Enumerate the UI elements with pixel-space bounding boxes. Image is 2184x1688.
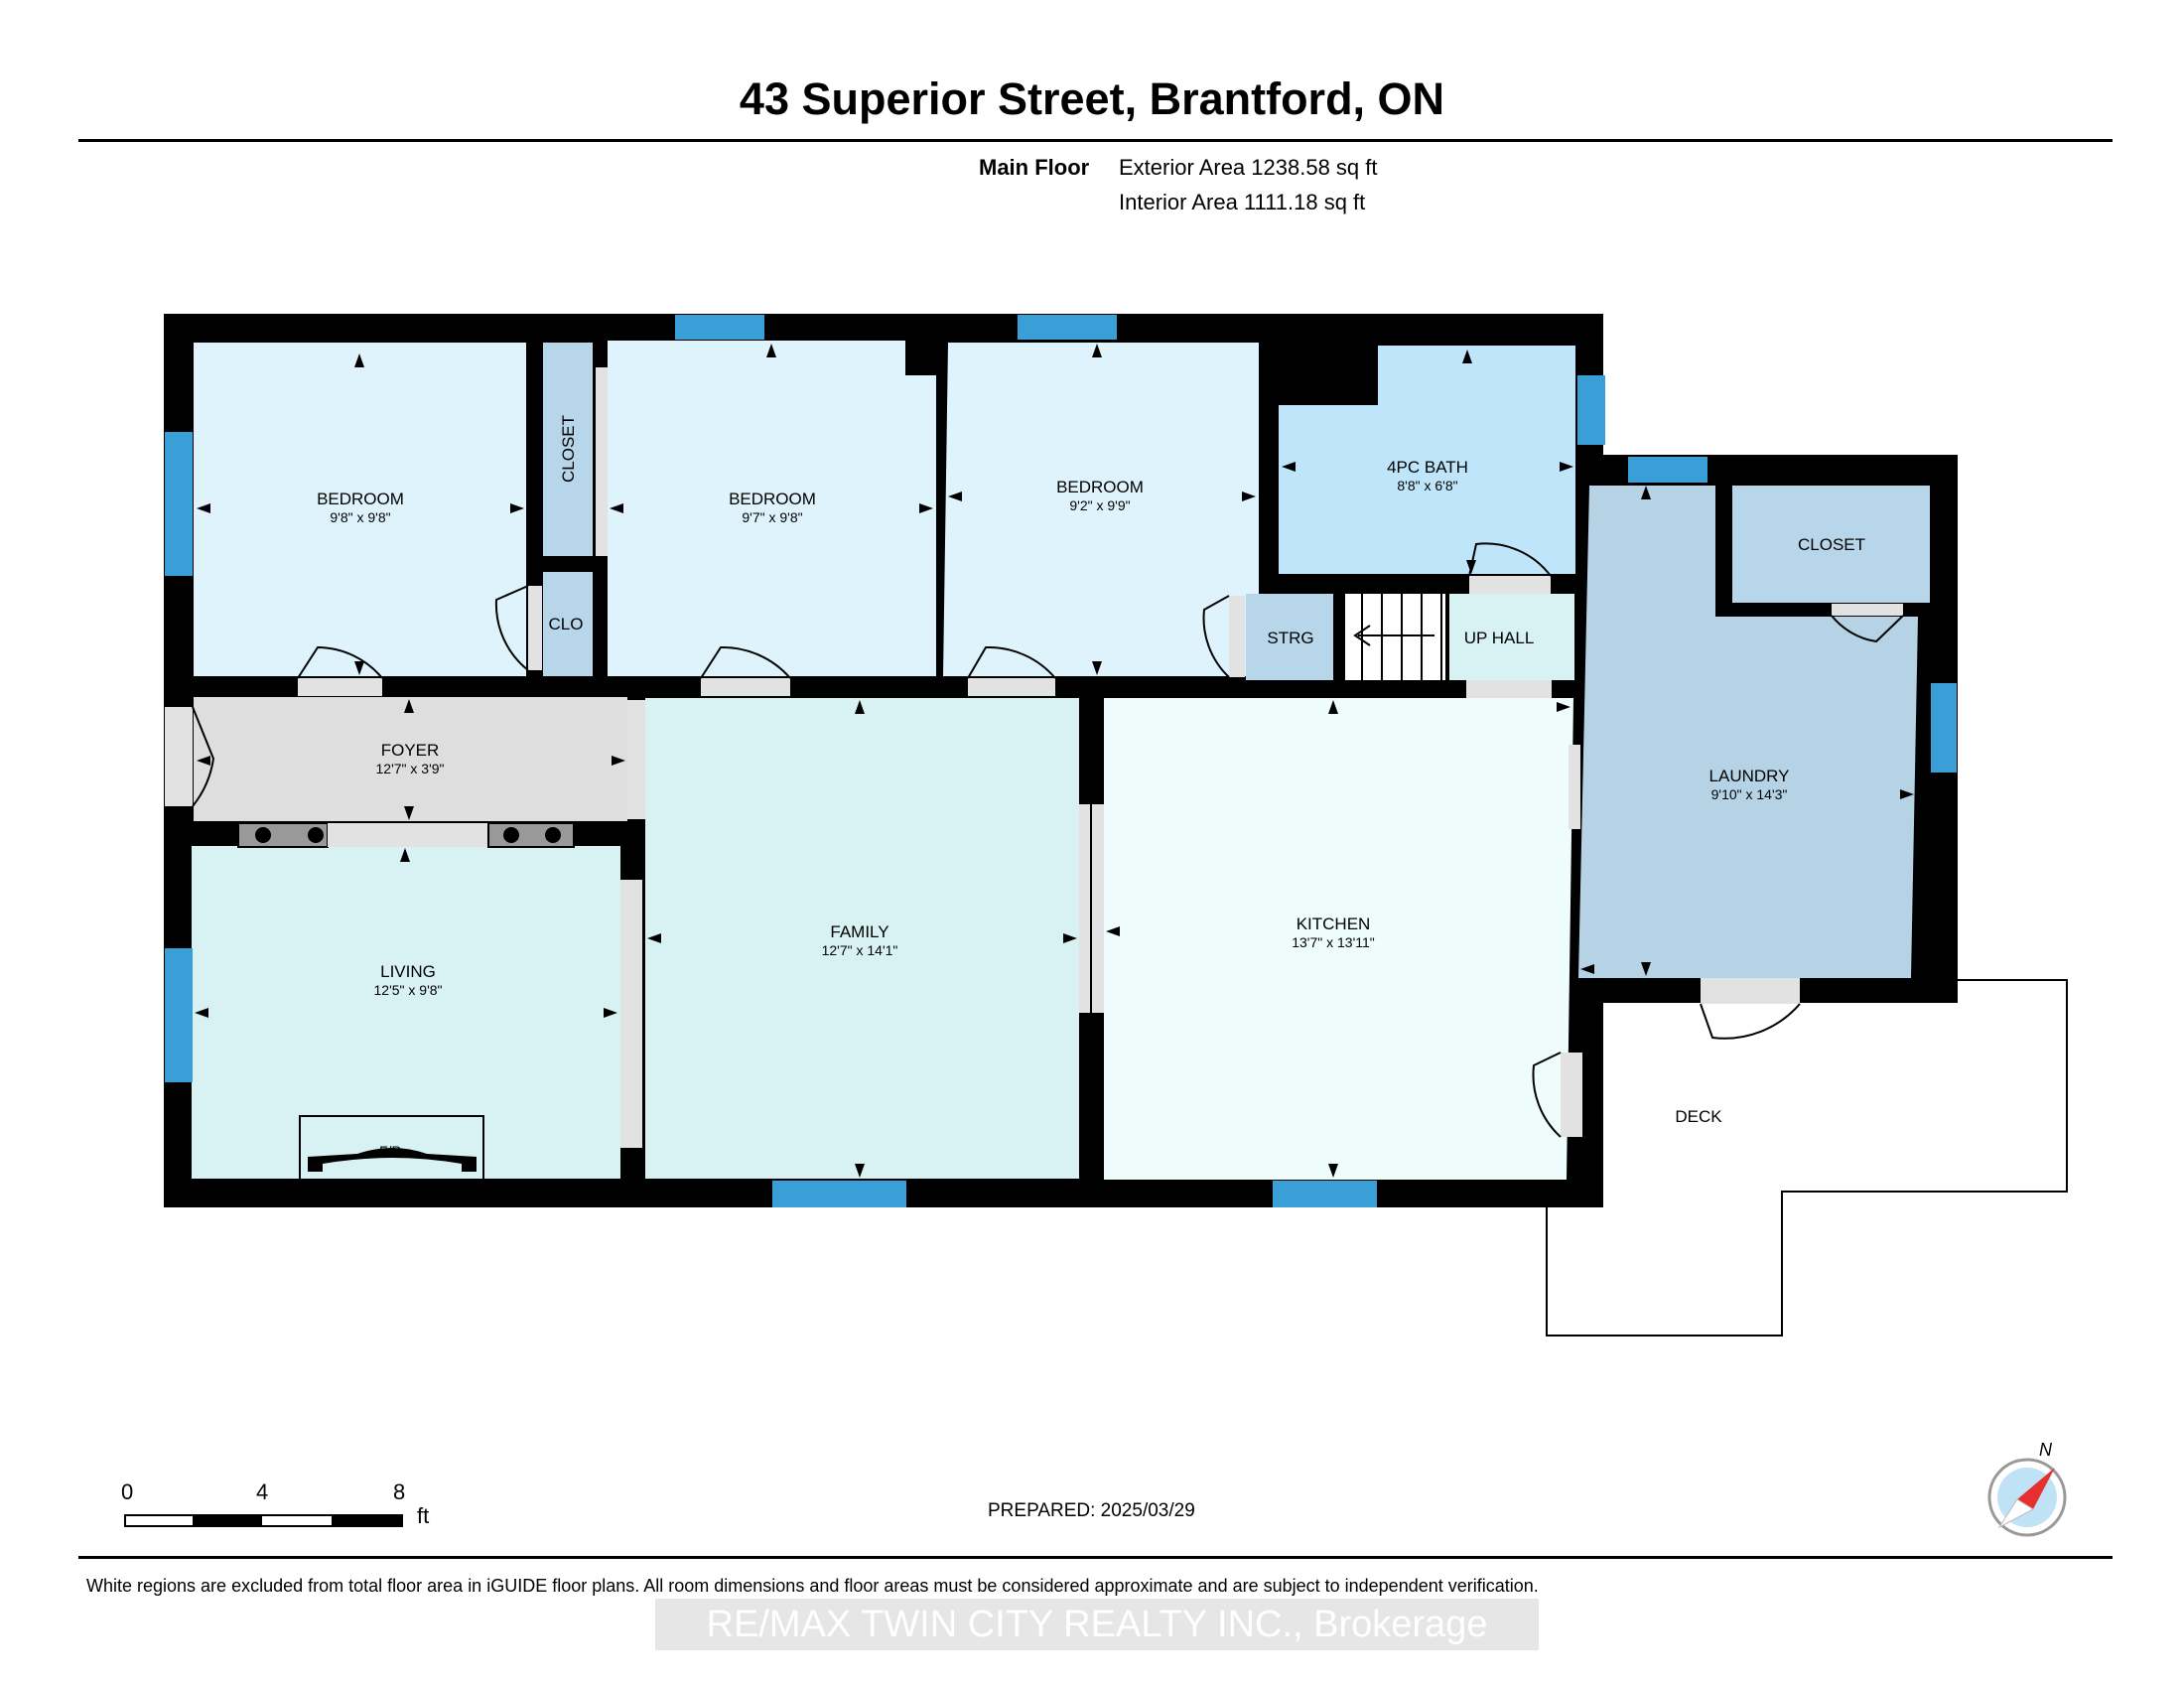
scale-bar bbox=[124, 1514, 403, 1527]
laundry-name: LAUNDRY bbox=[1709, 767, 1790, 785]
family-name: FAMILY bbox=[830, 922, 888, 941]
front-door-gap bbox=[165, 707, 193, 806]
bench-knob bbox=[255, 827, 271, 843]
bedroom-2-dims: 9'7" x 9'8" bbox=[742, 509, 802, 525]
page-title: 43 Superior Street, Brantford, ON bbox=[739, 73, 1445, 124]
foyer-area bbox=[194, 697, 627, 821]
foyer-name: FOYER bbox=[381, 741, 440, 760]
scale-tick-8: 8 bbox=[393, 1479, 406, 1504]
prepared-date: PREPARED: 2025/03/29 bbox=[988, 1500, 1195, 1521]
foyer-bench-right bbox=[487, 822, 575, 848]
stairs bbox=[1353, 594, 1442, 680]
bath-name: 4PC BATH bbox=[1387, 458, 1468, 477]
strg-area bbox=[1246, 594, 1333, 680]
fireplace-outline bbox=[299, 1115, 484, 1183]
bath-area bbox=[1279, 346, 1575, 574]
dimension-arrows bbox=[195, 344, 1914, 1178]
bath-dims: 8'8" x 6'8" bbox=[1397, 478, 1457, 493]
exterior-area: Exterior Area 1238.58 sq ft bbox=[1119, 155, 1378, 180]
stairs-area bbox=[1345, 594, 1445, 680]
strg-name: STRG bbox=[1267, 629, 1313, 647]
uphall-kitchen-opening bbox=[1466, 680, 1552, 698]
compass-icon bbox=[1987, 1458, 2067, 1537]
uphall-area bbox=[1449, 594, 1574, 680]
disclaimer: White regions are excluded from total fl… bbox=[86, 1576, 1539, 1596]
brokerage-watermark: RE/MAX TWIN CITY REALTY INC., Brokerage bbox=[655, 1599, 1539, 1650]
deck-outline bbox=[1546, 979, 2068, 1336]
strg-door-gap bbox=[1229, 596, 1245, 677]
closet-1-name: CLOSET bbox=[559, 415, 578, 483]
kitchen-name: KITCHEN bbox=[1297, 914, 1371, 933]
uphall-name: UP HALL bbox=[1464, 629, 1535, 647]
scale-unit: ft bbox=[417, 1503, 430, 1528]
clo-area bbox=[543, 572, 593, 676]
windows bbox=[165, 315, 1957, 1207]
living-dims: 12'5" x 9'8" bbox=[374, 982, 443, 998]
closet-2-door-gap bbox=[1832, 604, 1903, 616]
bedroom-3-door-gap bbox=[968, 678, 1055, 696]
compass-north-label: N bbox=[2039, 1440, 2052, 1460]
floor-name: Main Floor bbox=[979, 155, 1090, 180]
bedroom-2-name: BEDROOM bbox=[729, 490, 816, 508]
title-divider bbox=[78, 139, 2113, 142]
kitchen-dims: 13'7" x 13'11" bbox=[1292, 934, 1375, 950]
bedroom-1-area bbox=[194, 343, 526, 676]
foyer-family-opening bbox=[627, 700, 645, 819]
living-area bbox=[192, 846, 620, 1179]
clo-name: CLO bbox=[549, 615, 584, 633]
bench-knob bbox=[503, 827, 519, 843]
closet-1-area bbox=[543, 343, 593, 556]
foyer-opening bbox=[328, 823, 488, 847]
bedroom-1-door-gap bbox=[298, 678, 382, 696]
kitchen-deck-door-gap bbox=[1561, 1053, 1582, 1137]
laundry-deck-door-gap bbox=[1701, 978, 1800, 1004]
foyer-dims: 12'7" x 3'9" bbox=[376, 761, 445, 776]
family-area bbox=[645, 698, 1079, 1179]
kitchen-area bbox=[1104, 698, 1573, 1180]
scale-tick-0: 0 bbox=[121, 1479, 134, 1504]
bedroom-1-dims: 9'8" x 9'8" bbox=[330, 509, 390, 525]
deck-name: DECK bbox=[1675, 1107, 1722, 1126]
bath-door-gap bbox=[1469, 576, 1551, 594]
closet-2-name: CLOSET bbox=[1798, 535, 1865, 554]
door-swings bbox=[192, 542, 1904, 1138]
bedroom-1-name: BEDROOM bbox=[317, 490, 404, 508]
bedroom-2-door-gap bbox=[701, 678, 790, 696]
bench-knob bbox=[545, 827, 561, 843]
bedroom-3-name: BEDROOM bbox=[1056, 478, 1144, 496]
kitchen-laundry-opening bbox=[1569, 745, 1580, 829]
closet-2-area bbox=[1732, 486, 1930, 603]
clo-door-gap bbox=[528, 586, 542, 670]
laundry-dims: 9'10" x 14'3" bbox=[1711, 786, 1788, 802]
interior-area: Interior Area 1111.18 sq ft bbox=[1119, 190, 1366, 214]
family-dims: 12'7" x 14'1" bbox=[822, 942, 898, 958]
scale-tick-4: 4 bbox=[256, 1479, 269, 1504]
bench-knob bbox=[308, 827, 324, 843]
closet-1-door-gap bbox=[596, 367, 608, 556]
bedroom-2-area bbox=[608, 341, 936, 676]
laundry-area bbox=[1578, 486, 1918, 978]
bedroom-3-area bbox=[943, 343, 1259, 676]
living-family-opening bbox=[620, 880, 642, 1148]
bedroom-3-dims: 9'2" x 9'9" bbox=[1069, 497, 1130, 513]
living-name: LIVING bbox=[380, 962, 436, 981]
fireplace-name: F/P bbox=[379, 1143, 401, 1159]
footer-divider bbox=[78, 1556, 2113, 1559]
fireplace-hearth bbox=[308, 1148, 477, 1172]
